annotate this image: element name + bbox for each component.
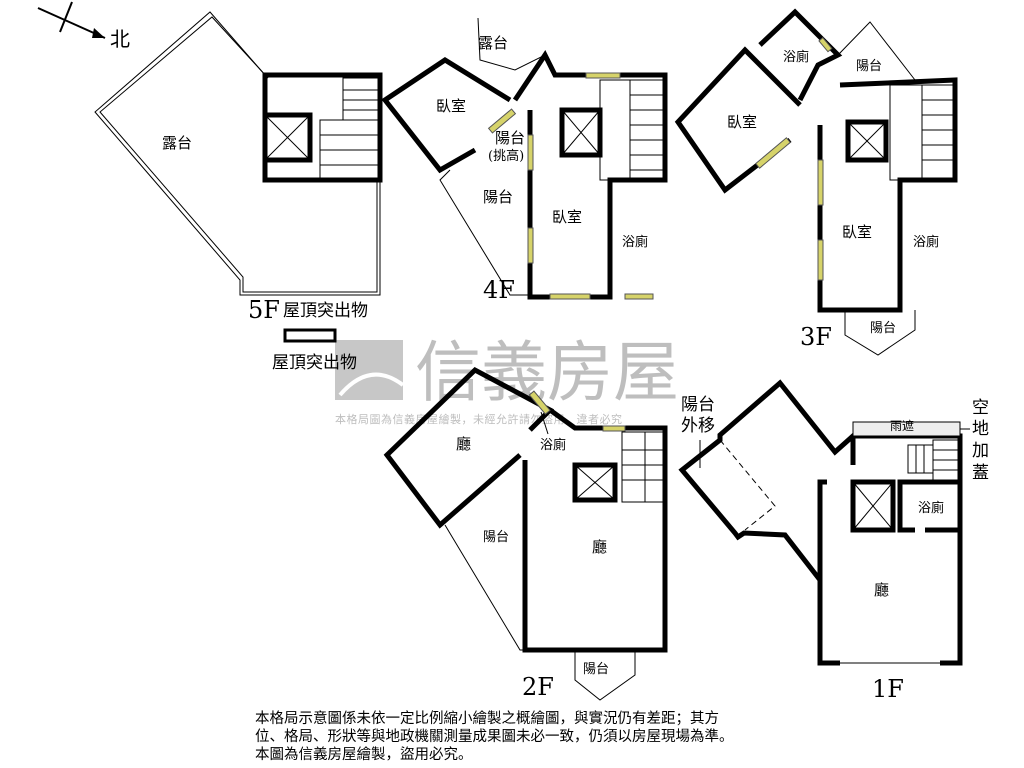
floor-label-3f: 3F xyxy=(800,323,832,351)
floor-1f: 陽台 外移 雨遮 空 地 加 蓋 浴廁 廳 1F xyxy=(678,379,989,703)
room-label: 浴廁 xyxy=(918,500,944,516)
room-label: 地 xyxy=(972,419,989,439)
window xyxy=(487,108,517,134)
room-label: 臥室 xyxy=(436,97,466,115)
window xyxy=(527,227,534,264)
roof-legend-swatch xyxy=(283,328,337,343)
window xyxy=(755,137,791,169)
window xyxy=(602,425,626,432)
room-label: 露台 xyxy=(478,34,508,52)
window xyxy=(527,134,534,171)
window xyxy=(817,239,824,281)
room-label: 浴廁 xyxy=(622,234,648,250)
disclaimer-line: 本格局示意圖係未依一定比例縮小繪製之概繪圖，與實況仍有差距；其方 xyxy=(255,711,719,727)
floor-5f: 露台 5F 屋頂突出物 xyxy=(94,11,383,324)
north-arrow-icon xyxy=(37,1,106,39)
room-label: 雨遮 xyxy=(890,418,914,433)
room-label: 陽台 xyxy=(583,662,609,677)
room-label: 浴廁 xyxy=(913,234,939,250)
room-label: 臥室 xyxy=(727,113,757,131)
room-label: 蓋 xyxy=(972,463,989,483)
room-label: 浴廁 xyxy=(540,437,566,453)
floor-label-1f: 1F xyxy=(872,675,904,703)
floor-3f: 浴廁 陽台 臥室 臥室 浴廁 陽台 3F xyxy=(674,8,958,356)
window xyxy=(624,293,654,300)
disclaimer-line: 位、格局、形狀等與地政機關測量成果圖未必一致，仍須以房屋現場為準。 xyxy=(255,729,734,745)
floor-label-5f: 5F xyxy=(248,296,280,324)
window xyxy=(817,159,824,206)
floor-label-2f: 2F xyxy=(522,673,554,701)
room-label: 加 xyxy=(972,441,989,461)
room-label: 露台 xyxy=(162,134,192,152)
watermark-brand: 信義房屋 xyxy=(415,334,679,411)
room-label: 陽台 xyxy=(483,530,509,545)
floor-caption-5f: 屋頂突出物 xyxy=(283,301,368,321)
window xyxy=(818,37,833,53)
room-label: 臥室 xyxy=(842,223,872,241)
window xyxy=(549,293,591,300)
room-label: (挑高) xyxy=(488,148,524,164)
floor-4f: 露台 臥室 陽台 (挑高) 陽台 臥室 浴廁 4F xyxy=(381,17,668,304)
room-label: 廳 xyxy=(592,538,607,556)
disclaimer: 本格局示意圖係未依一定比例縮小繪製之概繪圖，與實況仍有差距；其方 位、格局、形狀… xyxy=(255,710,734,764)
watermark: 信義房屋 本格局圖為信義房屋繪製，未經允許請勿盜用，違者必究 xyxy=(335,334,679,426)
room-label: 外移 xyxy=(681,416,715,436)
room-label: 浴廁 xyxy=(783,49,809,65)
room-label: 陽台 xyxy=(483,188,513,206)
window xyxy=(528,390,551,415)
room-label: 臥室 xyxy=(552,208,582,226)
floor-2f: 浴廁 廳 陽台 廳 陽台 2F xyxy=(383,366,668,701)
room-label: 陽台 xyxy=(681,395,715,415)
room-label: 廳 xyxy=(874,581,889,599)
window xyxy=(585,72,621,79)
room-label: 陽台 xyxy=(495,129,525,147)
roof-legend-label: 屋頂突出物 xyxy=(272,353,357,373)
floor-label-4f: 4F xyxy=(483,276,515,304)
room-label: 陽台 xyxy=(870,321,896,336)
room-label: 廳 xyxy=(456,435,471,453)
north-label: 北 xyxy=(110,27,130,51)
watermark-notice: 本格局圖為信義房屋繪製，未經允許請勿盜用，違者必究 xyxy=(335,412,623,426)
room-label: 空 xyxy=(972,398,989,418)
room-label: 陽台 xyxy=(856,59,882,74)
disclaimer-line: 本圖為信義房屋繪製，盜用必究。 xyxy=(255,747,473,763)
